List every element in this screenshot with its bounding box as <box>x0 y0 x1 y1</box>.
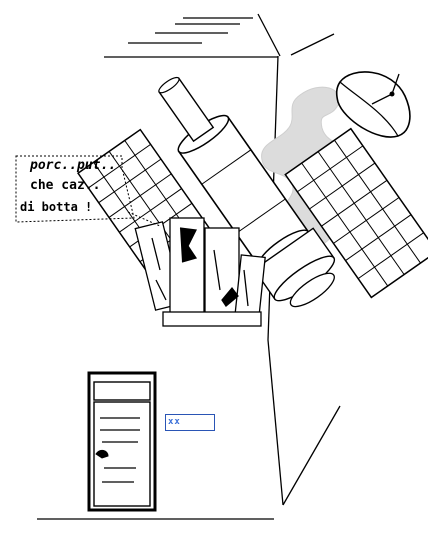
motion-streaks <box>128 17 253 44</box>
speech-bubble-outline <box>15 155 161 227</box>
door-icon <box>87 371 157 512</box>
label-box: xx <box>165 414 215 431</box>
speech-line-2: che caz.. <box>30 178 101 193</box>
speech-line-1: porc..put.. <box>30 158 117 173</box>
solar-panel-icon <box>284 127 428 299</box>
speech-line-3: di botta ! <box>20 200 93 214</box>
speech-bubble: porc..put.. che caz.. di botta ! <box>16 156 134 222</box>
dish-antenna-icon <box>335 71 411 138</box>
crash-debris <box>134 217 266 327</box>
